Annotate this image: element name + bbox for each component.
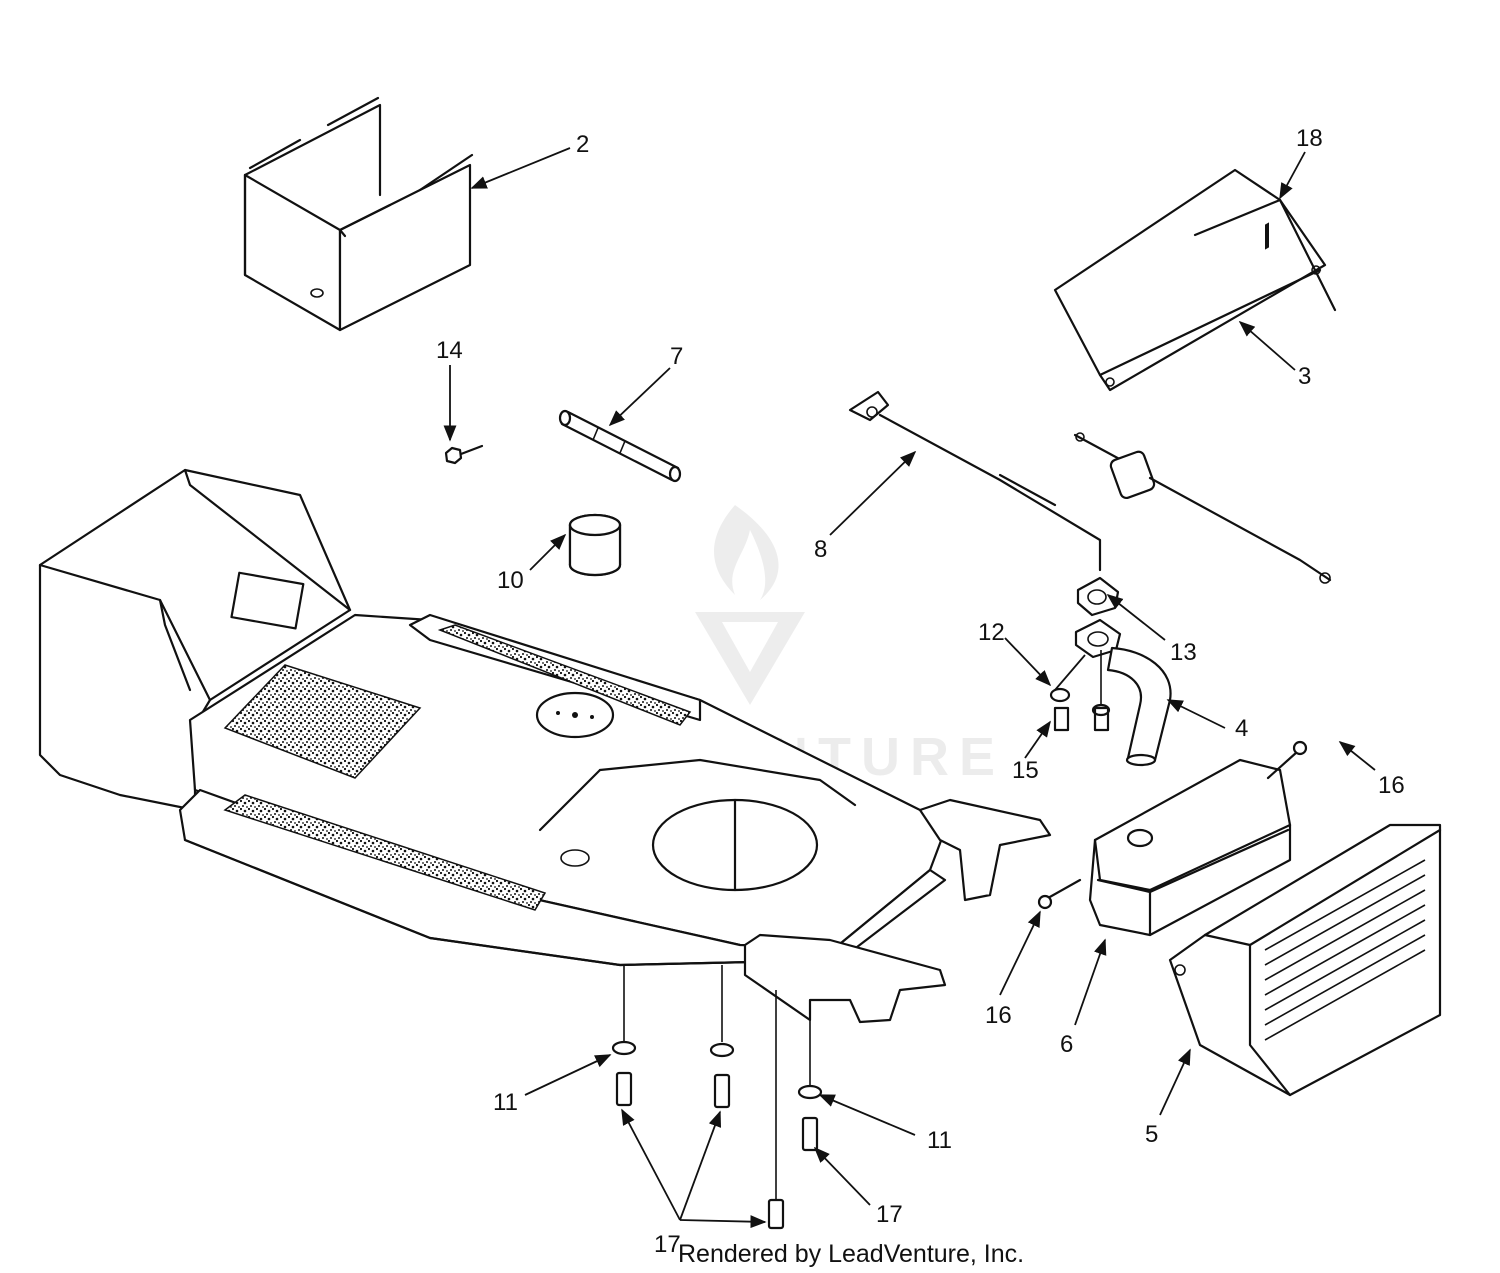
callout-8: 8 [814, 536, 827, 563]
part-3-shield-plate [1053, 168, 1337, 392]
callout-18: 18 [1296, 125, 1323, 152]
callout-2: 2 [576, 131, 589, 158]
part-8-throttle-cable [848, 390, 1102, 572]
callout-17-right: 17 [876, 1201, 903, 1228]
callout-15: 15 [1012, 757, 1039, 784]
part-7-rod [558, 409, 682, 483]
part-12-washer-15-bolts [1049, 650, 1111, 732]
callout-13: 13 [1170, 639, 1197, 666]
part-2-channel-bracket [243, 96, 474, 332]
callout-7: 7 [670, 343, 683, 370]
leader-lines [443, 147, 1376, 1229]
part-13-gaskets [1074, 576, 1122, 659]
callout-11-right: 11 [927, 1127, 952, 1154]
main-frame [38, 468, 1052, 1024]
callout-6: 6 [1060, 1031, 1073, 1058]
callout-labels: 2 18 3 14 7 8 10 12 13 4 15 16 16 6 5 11… [436, 125, 1405, 1258]
callout-11-left: 11 [493, 1089, 518, 1116]
callout-16-right: 16 [1378, 772, 1405, 799]
part-11-17-mounting-hardware [611, 965, 823, 1230]
callout-4: 4 [1235, 715, 1248, 742]
part-6-muffler [1088, 758, 1292, 937]
callout-17-bottom: 17 [654, 1231, 681, 1258]
part-10-spacer [568, 513, 622, 577]
part-5-heat-shield [1168, 222, 1442, 1097]
choke-cable [1073, 432, 1332, 584]
part-4-exhaust-pipe [1106, 646, 1172, 767]
callout-16-left: 16 [985, 1002, 1012, 1029]
callout-14: 14 [436, 337, 463, 364]
callout-12: 12 [978, 619, 1005, 646]
part-16-bolts [1037, 740, 1308, 910]
callout-3: 3 [1298, 363, 1311, 390]
part-14-nut [444, 444, 484, 465]
footer-credit: Rendered by LeadVenture, Inc. [678, 1240, 1024, 1268]
callout-10: 10 [497, 567, 524, 594]
callout-5: 5 [1145, 1121, 1158, 1148]
